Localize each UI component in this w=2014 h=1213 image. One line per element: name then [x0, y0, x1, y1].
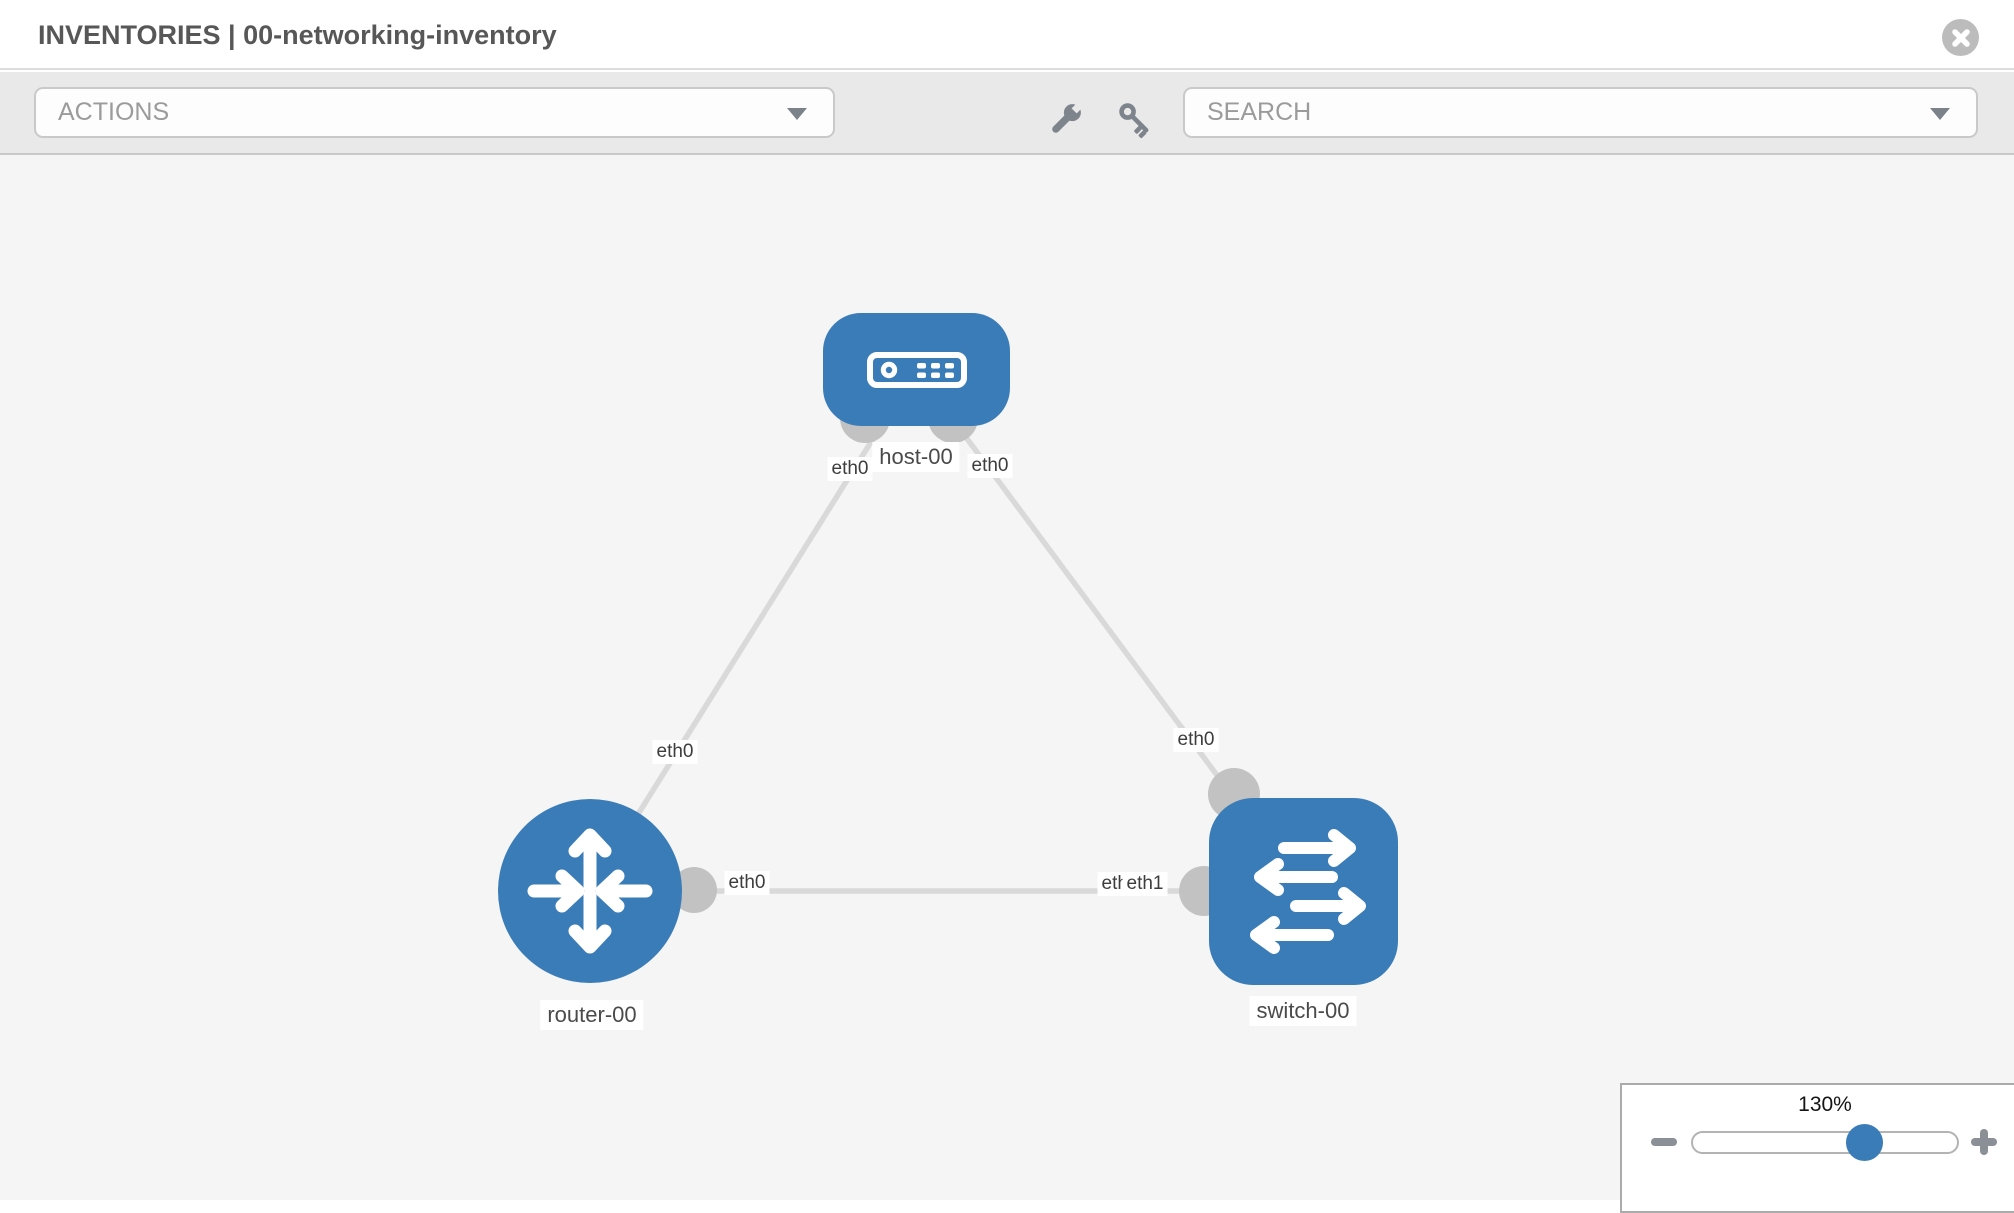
zoom-level: 130% [1798, 1093, 1852, 1116]
interface-label-eth1: eth1 [1122, 872, 1168, 896]
zoom-slider-track[interactable] [1691, 1131, 1959, 1154]
close-button[interactable] [1942, 19, 1979, 56]
close-icon [1951, 28, 1970, 47]
actions-dropdown[interactable]: ACTIONS [34, 87, 835, 138]
actions-dropdown-label: ACTIONS [58, 98, 170, 126]
node-switch-00[interactable] [1209, 798, 1398, 985]
wrench-icon [1052, 100, 1085, 133]
zoom-out-button[interactable] [1651, 1138, 1677, 1146]
router-icon [527, 828, 653, 954]
interface-label-eth0: eth0 [652, 740, 698, 764]
zoom-slider-thumb[interactable] [1846, 1124, 1883, 1161]
interface-dot[interactable] [671, 867, 717, 913]
key-icon [1119, 103, 1149, 139]
topology-canvas[interactable]: host-00 router-00 switch-00 eth0 eth0 et… [0, 155, 2014, 1200]
node-label-switch-00: switch-00 [1249, 996, 1357, 1026]
key-button[interactable] [1115, 99, 1155, 139]
node-label-host-00: host-00 [872, 442, 960, 472]
node-label-router-00: router-00 [540, 1000, 644, 1030]
search-dropdown-placeholder: SEARCH [1207, 98, 1312, 126]
link-host-router[interactable] [587, 368, 919, 893]
chevron-down-icon [787, 108, 807, 120]
wrench-button[interactable] [1046, 99, 1086, 139]
interface-label-eth0: eth0 [967, 454, 1013, 478]
zoom-control-panel: 130% [1620, 1083, 2014, 1213]
switch-icon [1249, 828, 1366, 954]
interface-label-eth0: eth0 [1173, 728, 1219, 752]
plus-icon [1980, 1129, 1988, 1155]
node-host-00[interactable] [823, 313, 1010, 426]
header: INVENTORIES | 00-networking-inventory [0, 0, 2014, 70]
interface-label-eth0: eth0 [724, 871, 770, 895]
toolbar: ACTIONS SEARCH [0, 72, 2014, 155]
page-title: INVENTORIES | 00-networking-inventory [38, 20, 557, 50]
chevron-down-icon [1930, 108, 1950, 120]
node-router-00[interactable] [498, 799, 682, 983]
search-dropdown[interactable]: SEARCH [1183, 87, 1978, 138]
topology-links-layer [587, 368, 1306, 916]
host-icon [866, 351, 967, 388]
interface-label-eth0: eth0 [827, 457, 873, 481]
interface-dots [671, 393, 1260, 916]
zoom-in-button[interactable] [1971, 1129, 1997, 1155]
